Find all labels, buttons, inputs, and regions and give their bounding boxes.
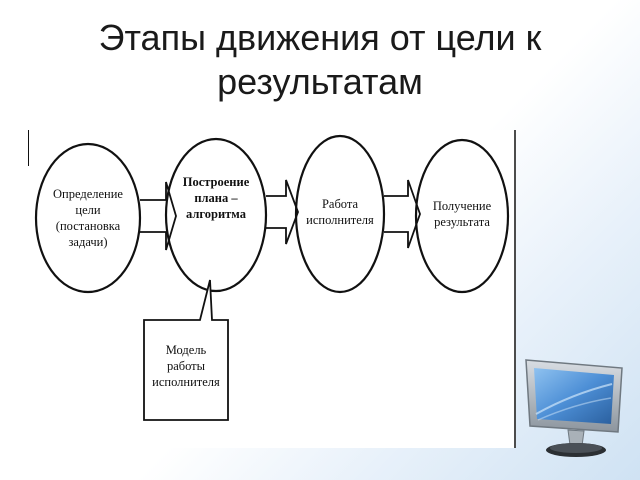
node-goal-definition-line: цели (75, 203, 101, 217)
node-executor-work-label: Работа исполнителя (294, 196, 386, 228)
node-getting-result-ellipse (414, 138, 510, 294)
node-getting-result-label: Получение результата (416, 198, 508, 230)
node-plan-building-line: Построение (182, 175, 250, 189)
node-getting-result-line: Получение (432, 199, 492, 213)
computer-monitor-icon (522, 354, 626, 464)
callout-line: работы (166, 359, 206, 373)
callout-label: Модель работы исполнителя (144, 342, 228, 390)
node-goal-definition-line: задачи) (68, 235, 108, 249)
diagram-panel: Определение цели (постановка задачи) Пос… (28, 130, 516, 448)
diagram-shapes (28, 130, 516, 448)
node-plan-building-line: алгоритма (186, 207, 246, 221)
node-plan-building-label: Построение плана – алгоритма (166, 174, 266, 222)
arrow-2 (266, 179, 299, 245)
node-plan-building-line: плана – (194, 191, 238, 205)
node-goal-definition-line: Определение (53, 187, 123, 201)
node-plan-building-ellipse (164, 137, 268, 293)
slide-title-line-1: Этапы движения от цели к (98, 17, 542, 58)
slide-title-line-2: результатам (217, 61, 423, 102)
callout-line: Модель (165, 343, 207, 357)
arrow-1 (140, 181, 177, 251)
slide-title: Этапы движения от цели к результатам (40, 16, 600, 104)
callout-line: исполнителя (152, 375, 220, 389)
node-goal-definition-line: (постановка (55, 219, 121, 233)
node-goal-definition-ellipse (34, 142, 142, 294)
arrow-3 (384, 179, 421, 249)
node-executor-work-line: исполнителя (306, 213, 374, 227)
node-getting-result-line: результата (434, 215, 490, 229)
node-goal-definition-label: Определение цели (постановка задачи) (36, 186, 140, 250)
node-executor-work-line: Работа (321, 197, 359, 211)
callout-box (143, 279, 229, 421)
node-executor-work-ellipse (294, 134, 386, 294)
